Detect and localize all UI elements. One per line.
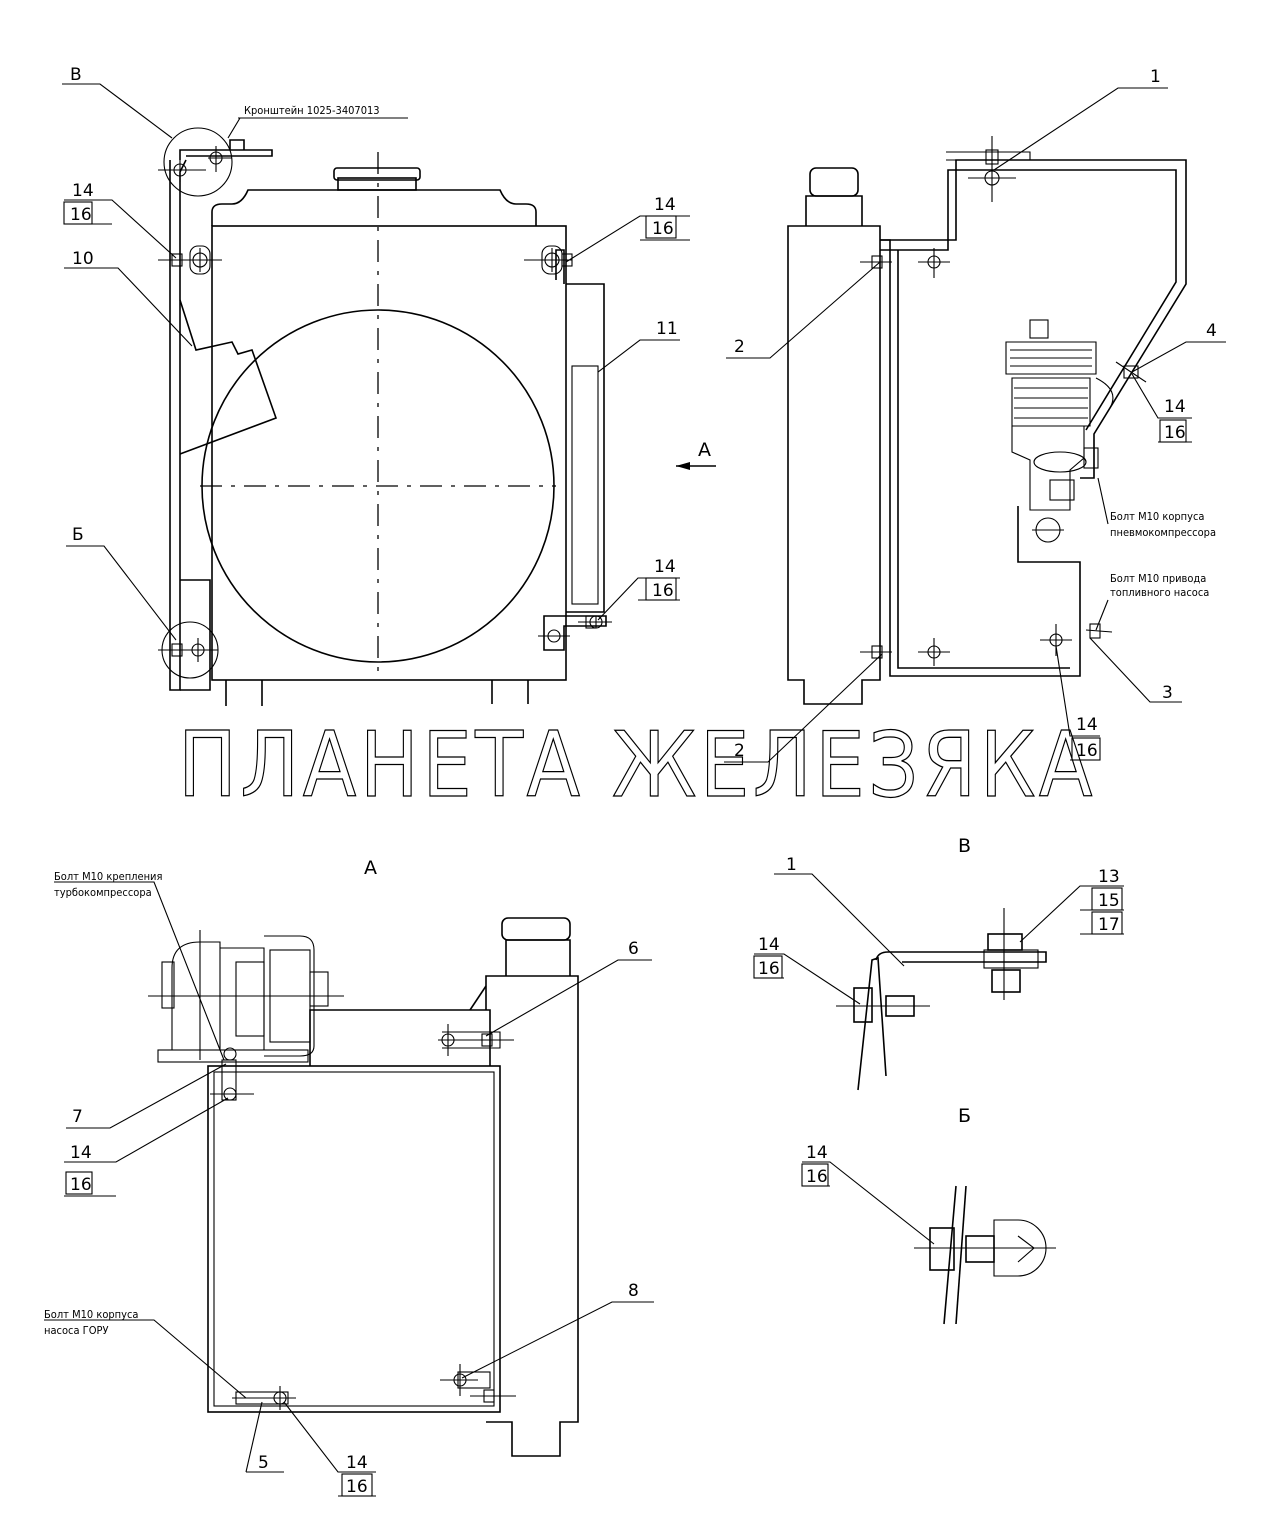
label-14-f: 14 bbox=[70, 1143, 92, 1163]
note-goru-2: насоса ГОРУ bbox=[44, 1324, 109, 1337]
note-turbo-1: Болт М10 крепления bbox=[54, 870, 162, 883]
detail-b bbox=[914, 1185, 1056, 1325]
label-14-e: 14 bbox=[1076, 715, 1098, 735]
note-compressor-2: пневмокомпрессора bbox=[1110, 526, 1216, 539]
label-14-a: 14 bbox=[72, 181, 94, 201]
arrow-a-label: А bbox=[698, 439, 711, 461]
note-turbo-2: турбокомпрессора bbox=[54, 886, 152, 899]
label-16-g: 16 bbox=[346, 1477, 368, 1497]
label-7: 7 bbox=[72, 1107, 83, 1127]
label-14-c: 14 bbox=[654, 557, 676, 577]
note-fuel-1: Болт М10 привода bbox=[1110, 572, 1206, 585]
label-16-i: 16 bbox=[806, 1167, 828, 1187]
label-16-h: 16 bbox=[758, 959, 780, 979]
label-14-i: 14 bbox=[806, 1143, 828, 1163]
leader-lines bbox=[44, 83, 1226, 1497]
label-14-g: 14 bbox=[346, 1453, 368, 1473]
side-view bbox=[787, 136, 1187, 705]
detail-b-title: Б bbox=[958, 1105, 971, 1127]
label-1-top: 1 bbox=[1150, 67, 1161, 87]
view-a bbox=[148, 917, 579, 1457]
label-16-e: 16 bbox=[1076, 741, 1098, 761]
label-6: 6 bbox=[628, 939, 639, 959]
label-5: 5 bbox=[258, 1453, 269, 1473]
view-a-title: А bbox=[364, 857, 377, 879]
label-1-detail: 1 bbox=[786, 855, 797, 875]
label-14-b: 14 bbox=[654, 195, 676, 215]
label-16-a: 16 bbox=[70, 205, 92, 225]
detail-v bbox=[836, 908, 1047, 1091]
label-15: 15 bbox=[1098, 891, 1120, 911]
label-16-c: 16 bbox=[652, 581, 674, 601]
label-11: 11 bbox=[656, 319, 678, 339]
label-13: 13 bbox=[1098, 867, 1120, 887]
label-8: 8 bbox=[628, 1281, 639, 1301]
label-14-h: 14 bbox=[758, 935, 780, 955]
note-goru-1: Болт М10 корпуса bbox=[44, 1308, 139, 1321]
label-16-b: 16 bbox=[652, 219, 674, 239]
label-14-d: 14 bbox=[1164, 397, 1186, 417]
label-10: 10 bbox=[72, 249, 94, 269]
label-16-f: 16 bbox=[70, 1175, 92, 1195]
label-b-top: Б bbox=[72, 525, 84, 545]
label-16-d: 16 bbox=[1164, 423, 1186, 443]
watermark: ПЛАНЕТА ЖЕЛЕЗЯКА bbox=[178, 713, 1096, 818]
note-bracket: Кронштейн 1025-3407013 bbox=[244, 104, 380, 117]
label-4: 4 bbox=[1206, 321, 1217, 341]
detail-v-title: В bbox=[958, 835, 971, 857]
note-fuel-2: топливного насоса bbox=[1110, 586, 1209, 599]
label-2-top: 2 bbox=[734, 337, 745, 357]
callout-labels: В Кронштейн 1025-3407013 14 16 10 14 16 … bbox=[44, 65, 1217, 1497]
label-2-bottom: 2 bbox=[734, 741, 745, 761]
label-3: 3 bbox=[1162, 683, 1173, 703]
note-compressor-1: Болт М10 корпуса bbox=[1110, 510, 1205, 523]
front-view bbox=[158, 127, 716, 706]
label-17: 17 bbox=[1098, 915, 1120, 935]
label-v-top: В bbox=[70, 65, 82, 85]
